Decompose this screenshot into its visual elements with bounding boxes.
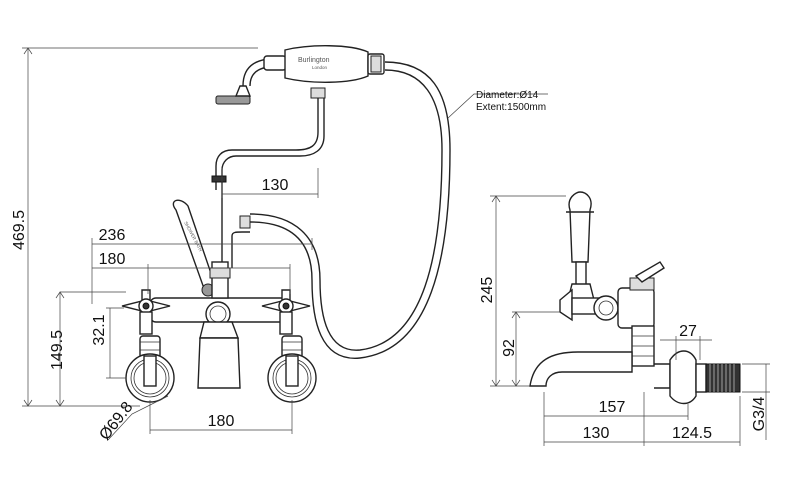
dim-side-245: 245 bbox=[479, 277, 496, 304]
dim-side-157: 157 bbox=[599, 399, 626, 416]
dim-reach-130: 130 bbox=[262, 177, 289, 194]
wall-flange bbox=[669, 350, 697, 405]
dim-thread: G3/4 bbox=[751, 397, 768, 432]
right-cross-handle bbox=[261, 289, 311, 335]
dim-centres-180-top: 180 bbox=[99, 251, 126, 268]
side-spout bbox=[529, 351, 633, 387]
handset-brand: Burlington bbox=[298, 57, 330, 64]
dim-side-130: 130 bbox=[583, 425, 610, 442]
dim-height-32: 32.1 bbox=[91, 314, 108, 345]
shower-hose bbox=[249, 61, 451, 359]
diverter-lever: SHOWER BATH bbox=[172, 199, 217, 297]
shower-head bbox=[215, 95, 251, 105]
side-view: 245 92 27 157 130 124.5 G3/4 bbox=[479, 191, 770, 446]
threaded-tail bbox=[705, 363, 741, 393]
bath-spout bbox=[199, 321, 240, 339]
hose-note-extent: Extent:1500mm bbox=[476, 102, 546, 113]
dim-side-124: 124.5 bbox=[672, 425, 712, 442]
side-valve-body bbox=[617, 287, 655, 329]
hose-note-diameter: Diameter:Ø14 bbox=[476, 90, 539, 101]
side-lever bbox=[566, 191, 595, 301]
dim-height-total: 469.5 bbox=[11, 210, 28, 250]
dim-diameter-flange: Ø69.8 bbox=[96, 399, 136, 444]
dim-centres-180-bottom: 180 bbox=[208, 413, 235, 430]
dim-height-149: 149.5 bbox=[49, 330, 66, 370]
left-cross-handle bbox=[121, 289, 171, 335]
handset-handle: Burlington London bbox=[263, 45, 385, 83]
dim-side-27: 27 bbox=[679, 323, 697, 340]
front-view: Burlington London SHOWER BATH bbox=[11, 45, 548, 444]
dim-width-236: 236 bbox=[99, 227, 126, 244]
dim-side-92: 92 bbox=[501, 339, 518, 357]
handset-city: London bbox=[312, 65, 328, 70]
right-leg-flange bbox=[267, 335, 317, 403]
left-leg-flange bbox=[125, 335, 175, 403]
